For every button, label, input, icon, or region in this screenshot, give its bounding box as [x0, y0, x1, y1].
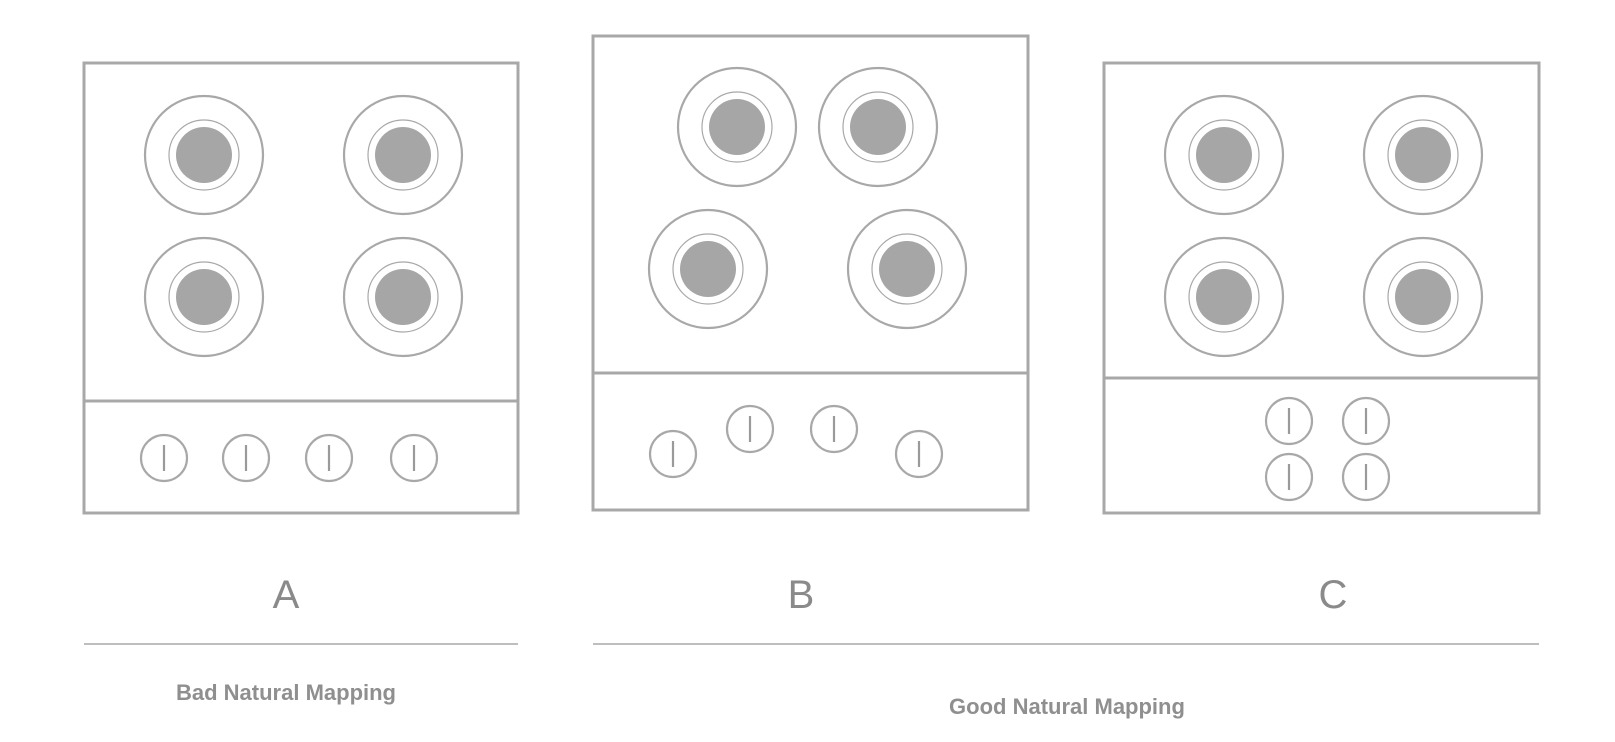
stovetop-c: C	[1102, 61, 1541, 617]
control-knob	[894, 429, 944, 479]
bad-mapping-label: Bad Natural Mapping	[176, 680, 396, 705]
control-knob	[389, 433, 439, 483]
stovetop-b: B	[591, 34, 1030, 617]
burner	[342, 236, 464, 358]
control-knob	[1264, 396, 1314, 446]
control-knob	[1341, 396, 1391, 446]
burner	[143, 94, 265, 216]
burner	[1362, 236, 1484, 358]
burner	[342, 94, 464, 216]
burner	[1362, 94, 1484, 216]
panel-label-b: B	[788, 573, 815, 617]
control-knob	[725, 404, 775, 454]
control-knob	[1341, 452, 1391, 502]
good-mapping-label: Good Natural Mapping	[949, 694, 1185, 719]
panel-label-a: A	[273, 573, 300, 617]
control-knob	[304, 433, 354, 483]
control-knob	[221, 433, 271, 483]
burner	[846, 208, 968, 330]
control-knob	[139, 433, 189, 483]
burner	[817, 66, 939, 188]
burner	[676, 66, 798, 188]
burner	[647, 208, 769, 330]
control-knob	[1264, 452, 1314, 502]
stovetop-a: A	[82, 61, 520, 617]
control-knob	[809, 404, 859, 454]
burner	[1163, 236, 1285, 358]
burner	[1163, 94, 1285, 216]
control-knob	[648, 429, 698, 479]
panel-label-c: C	[1319, 573, 1348, 617]
burner	[143, 236, 265, 358]
